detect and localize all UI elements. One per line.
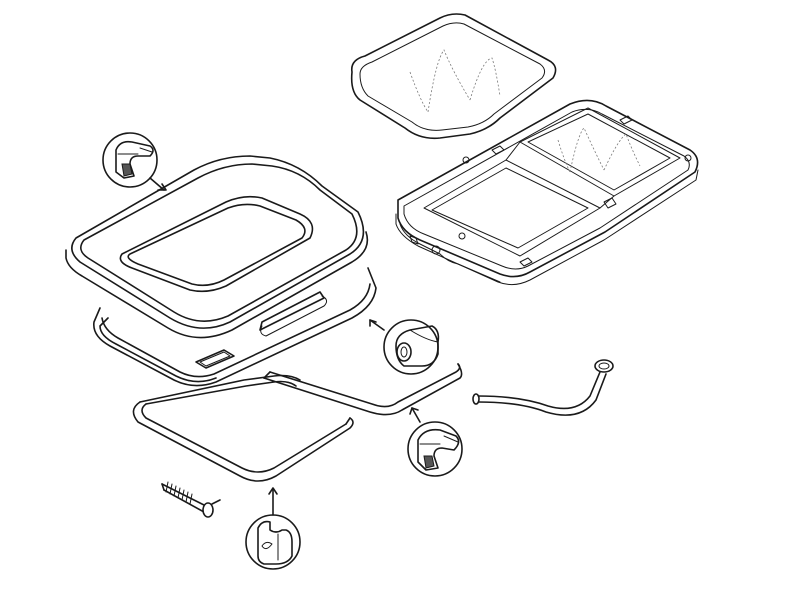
inner-seal <box>132 374 354 482</box>
drain-hose <box>472 359 614 416</box>
channel-seal-profile-detail <box>407 407 463 477</box>
drain-tray <box>93 267 377 387</box>
glass-panel <box>350 13 557 140</box>
drain-tray-tube-detail <box>369 319 440 375</box>
inner-seal-profile-detail <box>245 487 301 570</box>
outer-seal-profile-detail <box>102 132 167 191</box>
spring-pin <box>161 481 221 518</box>
outer-seal <box>65 155 369 339</box>
sunroof-frame <box>395 99 699 286</box>
channel-seal <box>263 363 463 416</box>
